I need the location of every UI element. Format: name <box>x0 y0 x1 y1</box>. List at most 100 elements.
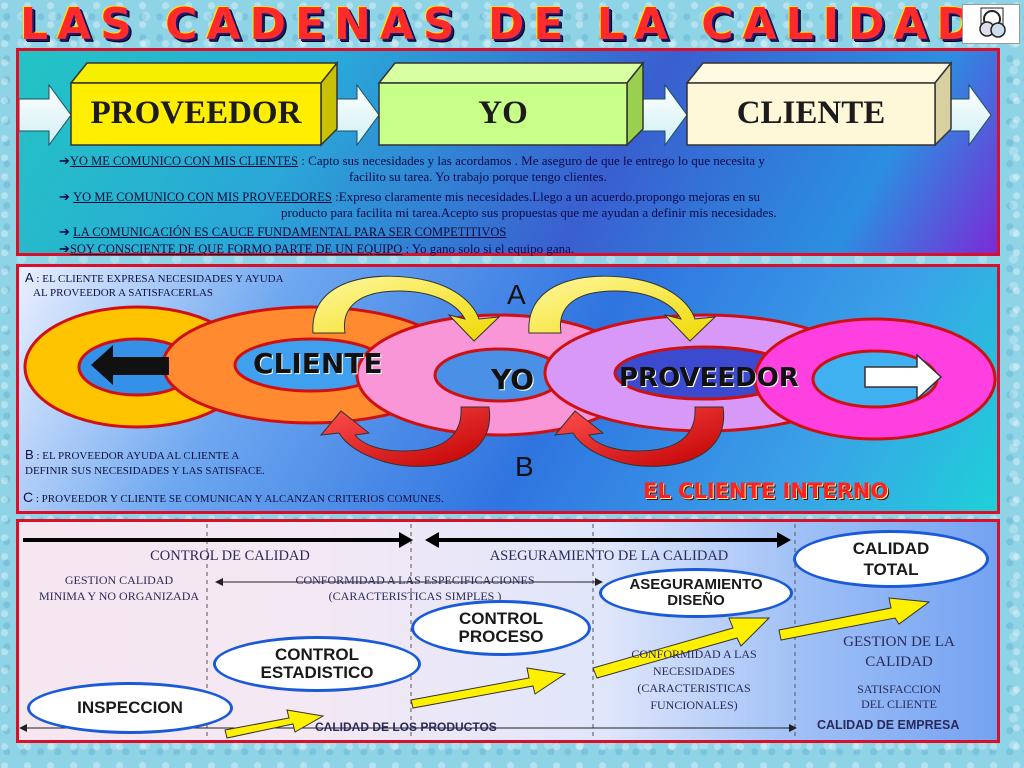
ring-label-cliente: CLIENTE <box>253 347 383 380</box>
logo <box>962 4 1020 44</box>
stage-control-proceso: CONTROL PROCESO <box>411 600 591 656</box>
flow-arrow-icon <box>948 83 992 147</box>
marker-b: B <box>515 451 534 482</box>
cliente-box <box>685 60 953 147</box>
separator: : <box>33 273 43 285</box>
yellow-progress-arrow-icon <box>592 617 771 679</box>
statement-lead: YO ME COMUNICO CON MIS CLIENTES <box>69 154 299 168</box>
yellow-progress-arrow-icon <box>224 709 325 739</box>
yellow-progress-arrow-icon <box>778 597 931 641</box>
statement-communication: ➔ LA COMUNICACIÓN ES CAUCE FUNDAMENTAL P… <box>59 224 989 240</box>
stage-aseguramiento-diseno: ASEGURAMIENTO DISEÑO <box>599 568 793 618</box>
stage-label-2: TOTAL <box>863 560 919 579</box>
note-b: B : EL PROVEEDOR AYUDA AL CLIENTE A DEFI… <box>25 447 265 479</box>
note-letter: A <box>25 270 34 285</box>
arrow-icon: ➔ <box>59 153 70 168</box>
conformidad-range-arrow-icon <box>215 578 603 586</box>
note-c: C : PROVEEDOR Y CLIENTE SE COMUNICAN Y A… <box>23 489 444 505</box>
satisfaccion-label: SATISFACCION DEL CLIENTE <box>819 682 979 712</box>
flow-arrow-icon <box>19 83 72 147</box>
yo-label: YO <box>478 95 528 131</box>
stage-label-2: ESTADISTICO <box>260 663 374 682</box>
note-a: A : EL CLIENTE EXPRESA NECESIDADES Y AYU… <box>25 271 284 300</box>
statement-suppliers: ➔ YO ME COMUNICO CON MIS PROVEEDORES :Ex… <box>59 189 989 220</box>
quality-evolution-panel: CONTROL DE CALIDAD ASEGURAMIENTO DE LA C… <box>16 519 1000 743</box>
control-calidad-label: CONTROL DE CALIDAD <box>150 548 310 564</box>
stage-label: CONTROL <box>274 645 360 665</box>
gestion-total-line-1: GESTION DE LA <box>843 634 955 650</box>
note-text: EL CLIENTE EXPRESA NECESIDADES Y AYUDA <box>42 273 284 285</box>
stage-label: CALIDAD <box>852 538 930 558</box>
aseguramiento-label: ASEGURAMIENTO DE LA CALIDAD <box>489 548 729 564</box>
cliente-label: CLIENTE <box>736 95 886 131</box>
note-letter: B <box>25 447 34 462</box>
stage-label-2: PROCESO <box>458 627 544 646</box>
control-calidad-arrow-icon <box>23 532 413 548</box>
note-letter: C <box>23 489 34 505</box>
conformidad-esp-line-2: (CARACTERISTICAS SIMPLES ) <box>328 589 502 603</box>
separator: : <box>33 450 43 462</box>
rings-graphic <box>23 275 997 467</box>
arrow-icon: ➔ <box>59 241 70 256</box>
calidad-productos-label: CALIDAD DE LOS PRODUCTOS <box>315 720 497 734</box>
proveedor-box <box>69 60 339 147</box>
statement-text: Expreso claramente mis necesidades.Llego… <box>338 189 761 204</box>
separator: : <box>331 189 339 204</box>
ring-label-yo: YO <box>491 363 535 396</box>
stage-label: ASEGURAMIENTO <box>629 576 763 594</box>
stage-control-estadistico: CONTROL ESTADISTICO <box>213 636 421 692</box>
gestion-minima-label: GESTION CALIDAD MINIMA Y NO ORGANIZADA <box>19 572 219 604</box>
stage-label: INSPECCION <box>77 698 183 718</box>
gestion-minima-line-2: MINIMA Y NO ORGANIZADA <box>38 589 200 603</box>
gestion-total-line-2: CALIDAD <box>865 654 933 670</box>
aseguramiento-arrow-icon <box>425 532 791 548</box>
yellow-progress-arrow-icon <box>410 667 567 709</box>
gestion-calidad-label: GESTION DE LA CALIDAD <box>809 632 989 672</box>
separator: : <box>402 241 412 256</box>
internal-client-caption: EL CLIENTE INTERNO <box>643 479 889 503</box>
statement-lead: YO ME COMUNICO CON MIS PROVEEDORES <box>73 190 332 204</box>
stage-calidad-total: CALIDAD TOTAL <box>793 530 989 588</box>
stage-label: CONTROL <box>458 609 544 629</box>
proveedor-label: PROVEEDOR <box>90 95 302 131</box>
satisfaccion-line-1: SATISFACCION <box>857 682 941 696</box>
statement-text-2: producto para facilita mi tarea.Acepto s… <box>281 205 777 220</box>
separator: : <box>298 153 309 168</box>
statement-lead: SOY CONSCIENTE DE QUE FORMO PARTE DE UN … <box>69 242 403 256</box>
satisfaccion-line-2: DEL CLIENTE <box>861 697 937 711</box>
statement-lead: LA COMUNICACIÓN ES CAUCE FUNDAMENTAL PAR… <box>73 225 507 239</box>
note-text-2: AL PROVEEDOR A SATISFACERLAS <box>33 287 214 299</box>
red-curved-arrow-icon <box>319 406 491 467</box>
conformidad-nec-line-3: (CARACTERISTICAS <box>637 681 751 695</box>
statement-text-2: facilito su tarea. Yo trabajo porque ten… <box>349 169 607 184</box>
statement-text: Capto sus necesidades y las acordamos . … <box>308 153 765 168</box>
red-curved-arrow-icon <box>553 406 725 467</box>
left-arrow-icon <box>91 345 169 385</box>
conformidad-necesidades-label: CONFORMIDAD A LAS NECESIDADES (CARACTERI… <box>599 646 789 714</box>
arrow-icon: ➔ <box>59 189 70 204</box>
note-text-2: DEFINIR SUS NECESIDADES Y LAS SATISFACE. <box>25 465 265 477</box>
yellow-curved-arrow-icon <box>312 275 501 342</box>
chain-graphic <box>19 60 992 147</box>
ring-label-proveedor: PROVEEDOR <box>619 363 799 393</box>
page-title: LAS CADENAS DE LA CALIDAD <box>20 0 983 50</box>
gestion-minima-line-1: GESTION CALIDAD <box>64 573 174 587</box>
note-text: : PROVEEDOR Y CLIENTE SE COMUNICAN Y ALC… <box>33 493 444 505</box>
statement-team: ➔SOY CONSCIENTE DE QUE FORMO PARTE DE UN… <box>59 241 989 257</box>
conformidad-esp-line-1: CONFORMIDAD A LAS ESPECIFICACIONES <box>295 573 535 587</box>
statement-clients: ➔YO ME COMUNICO CON MIS CLIENTES : Capto… <box>59 153 989 184</box>
conformidad-nec-line-4: FUNCIONALES) <box>650 698 738 712</box>
logo-icon <box>979 7 1006 38</box>
stage-label-2: DISEÑO <box>667 592 725 609</box>
chain-panel: PROVEEDOR YO CLIENTE ➔YO ME COMUNICO CON… <box>16 48 1000 256</box>
marker-a: A <box>507 279 526 310</box>
statement-text: Yo gano solo si el equipo gana. <box>411 241 575 256</box>
right-arrow-icon <box>864 353 943 401</box>
yellow-curved-arrow-icon <box>528 275 717 342</box>
conformidad-nec-line-1: CONFORMIDAD A LAS <box>631 647 757 661</box>
conformidad-especificaciones-label: CONFORMIDAD A LAS ESPECIFICACIONES (CARA… <box>255 572 575 604</box>
internal-client-panel: A : EL CLIENTE EXPRESA NECESIDADES Y AYU… <box>16 264 1000 514</box>
note-text: EL PROVEEDOR AYUDA AL CLIENTE A <box>42 450 240 462</box>
evolution-graphic <box>19 524 931 739</box>
yo-box <box>377 60 645 147</box>
